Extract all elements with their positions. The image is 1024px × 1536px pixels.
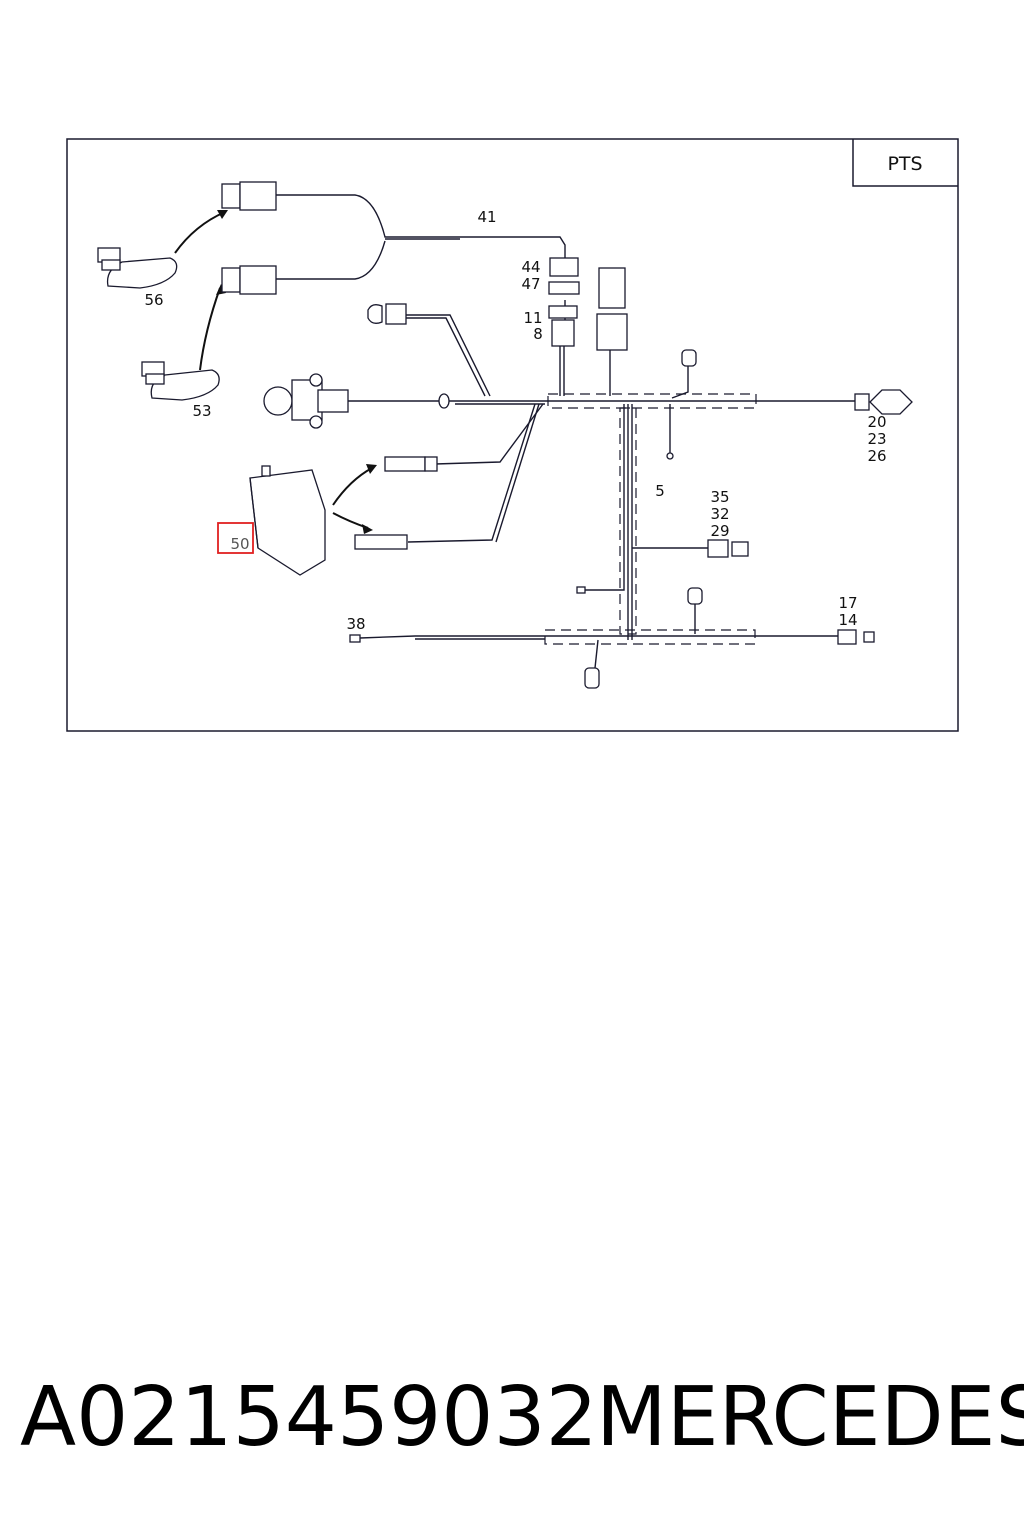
terminal-small xyxy=(576,586,586,594)
callout-11: 11 xyxy=(523,309,542,327)
callout-29: 29 xyxy=(710,522,729,540)
harness-wires xyxy=(275,194,855,669)
relay-top xyxy=(666,349,697,460)
connector-35-32-29 xyxy=(707,539,749,558)
highlight-box xyxy=(217,522,254,554)
callout-26: 26 xyxy=(867,447,886,465)
pts-tag: PTS xyxy=(852,139,958,187)
motor-actuator xyxy=(263,373,450,429)
plug-50-upper xyxy=(384,456,438,472)
callout-32: 32 xyxy=(710,505,729,523)
highlighted-callout-50: 50 xyxy=(217,522,254,554)
diagram-frame xyxy=(66,138,959,732)
multi-pin-connector xyxy=(596,267,628,351)
callout-labels: 41 56 53 44 47 11 8 20 23 26 5 35 32 29 … xyxy=(144,208,886,633)
lamp-53 xyxy=(141,361,220,401)
callout-47: 47 xyxy=(521,275,540,293)
part-footer: A0215459032 MERCEDES xyxy=(0,1372,1024,1472)
callout-8: 8 xyxy=(533,325,543,343)
connector-38 xyxy=(349,634,361,643)
callout-44: 44 xyxy=(521,258,540,276)
callout-41: 41 xyxy=(477,208,496,226)
callout-50: 50 xyxy=(230,535,249,553)
connector-11-8 xyxy=(548,305,578,347)
callout-5: 5 xyxy=(655,482,665,500)
plug-50-lower xyxy=(354,534,408,550)
lamp-56 xyxy=(97,247,178,289)
callout-14: 14 xyxy=(838,611,857,629)
control-unit-50 xyxy=(249,465,326,576)
small-plug-left xyxy=(367,303,407,325)
relay-lower xyxy=(584,587,703,689)
part-number: A0215459032 xyxy=(20,1370,598,1465)
connector-56-plug xyxy=(221,181,277,211)
callout-35: 35 xyxy=(710,488,729,506)
pts-label: PTS xyxy=(887,153,922,175)
brand-name: MERCEDES xyxy=(596,1370,1024,1465)
conduit-sections xyxy=(544,393,757,645)
callout-53: 53 xyxy=(192,402,211,420)
motor-20-23-26 xyxy=(854,389,913,415)
connector-53-plug xyxy=(221,265,277,295)
connector-44-47 xyxy=(548,257,580,295)
callout-56: 56 xyxy=(144,291,163,309)
callout-17: 17 xyxy=(838,594,857,612)
wiring-harness-diagram: PTS xyxy=(66,138,959,732)
callout-23: 23 xyxy=(867,430,886,448)
connector-17-14 xyxy=(837,629,875,645)
callout-38: 38 xyxy=(346,615,365,633)
callout-20: 20 xyxy=(867,413,886,431)
